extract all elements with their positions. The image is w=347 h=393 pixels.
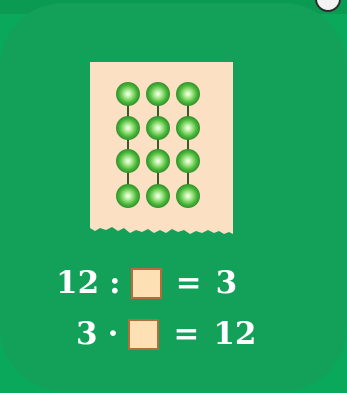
bead: [146, 82, 170, 106]
bead: [116, 82, 140, 106]
bead: [116, 149, 140, 173]
bead: [176, 82, 200, 106]
equals-sign: =: [176, 268, 202, 299]
exercise-panel: 12 : = 3 3 · = 12: [0, 3, 347, 391]
multiplier: 3: [76, 319, 98, 350]
quotient: 3: [216, 268, 238, 299]
answer-box-division[interactable]: [131, 268, 162, 299]
bead: [146, 184, 170, 208]
equation-division: 12 : = 3: [56, 263, 237, 303]
bead: [146, 116, 170, 140]
bead: [176, 184, 200, 208]
bead: [176, 149, 200, 173]
bead: [176, 116, 200, 140]
answer-box-multiplication[interactable]: [128, 319, 159, 350]
division-sign: :: [109, 268, 120, 299]
bead-card: [90, 62, 233, 234]
bead-card-illustration: [90, 62, 233, 234]
bead: [146, 149, 170, 173]
multiplication-sign: ·: [108, 319, 119, 350]
equals-sign: =: [173, 319, 199, 350]
dividend: 12: [56, 268, 99, 299]
bead: [116, 116, 140, 140]
bead: [116, 184, 140, 208]
product: 12: [213, 319, 256, 350]
equation-multiplication: 3 · = 12: [76, 314, 257, 354]
